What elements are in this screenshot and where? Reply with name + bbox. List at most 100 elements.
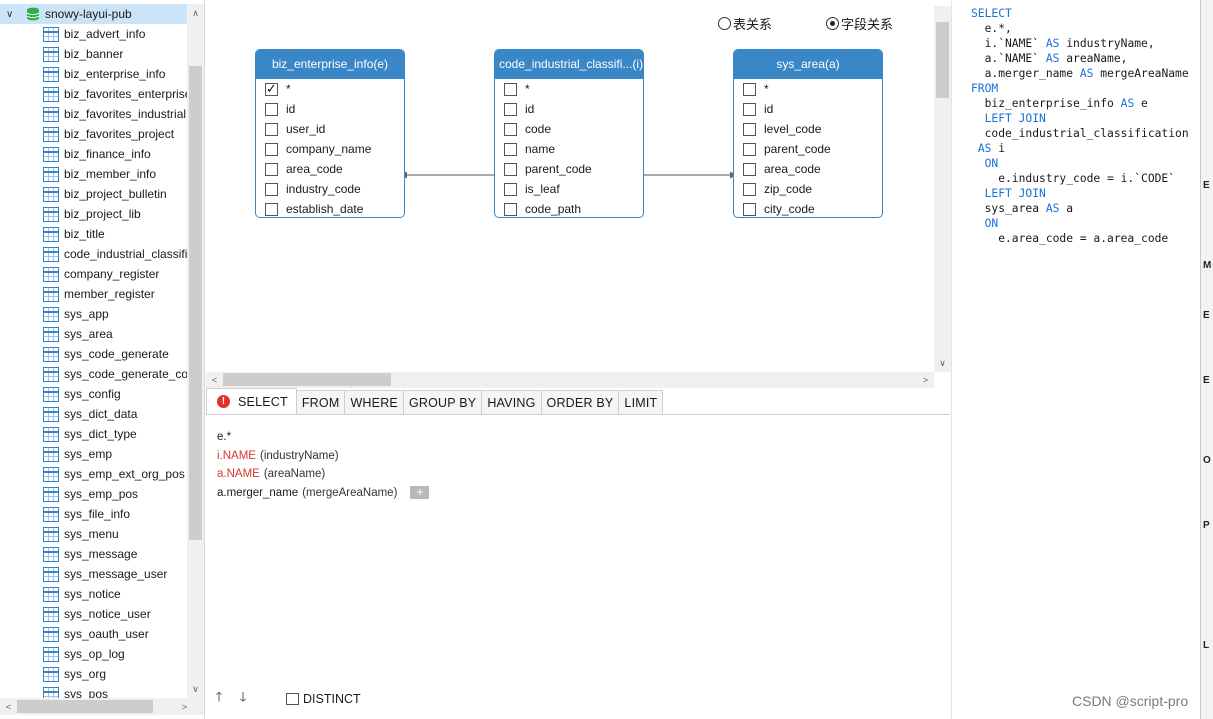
table-box-field[interactable]: level_code — [734, 119, 882, 139]
field-checkbox[interactable] — [743, 202, 756, 216]
tree-table-item[interactable]: sys_emp — [0, 444, 187, 464]
table-box-field[interactable]: user_id — [256, 119, 404, 139]
scroll-left-icon[interactable]: < — [211, 375, 218, 385]
field-checkbox[interactable] — [743, 182, 756, 196]
scroll-up-icon[interactable]: ∧ — [192, 8, 199, 18]
tab-having[interactable]: HAVING — [481, 390, 542, 414]
diagram-vertical-scrollbar[interactable]: ∨ — [934, 6, 951, 372]
move-up-icon[interactable]: 🡑 — [215, 689, 223, 704]
tree-table-item[interactable]: sys_op_log — [0, 644, 187, 664]
tree-table-item[interactable]: biz_member_info — [0, 164, 187, 184]
table-box-field[interactable]: parent_code — [734, 139, 882, 159]
select-alias[interactable]: (industryName) — [259, 449, 339, 462]
tab-order-by[interactable]: ORDER BY — [540, 390, 620, 414]
tree-table-item[interactable]: sys_code_generate — [0, 344, 187, 364]
tree-table-item[interactable]: biz_project_bulletin — [0, 184, 187, 204]
tree-table-item[interactable]: sys_config — [0, 384, 187, 404]
tab-where[interactable]: WHERE — [344, 390, 404, 414]
select-expression[interactable]: i.NAME — [217, 449, 256, 462]
tree-table-item[interactable]: sys_file_info — [0, 504, 187, 524]
field-checkbox[interactable] — [265, 81, 278, 97]
tree-table-item[interactable]: biz_advert_info — [0, 24, 187, 44]
scroll-right-icon[interactable]: > — [922, 375, 929, 385]
table-box-field[interactable]: * — [495, 79, 643, 99]
select-alias[interactable]: (mergeAreaName) — [302, 486, 398, 499]
diagram-horizontal-scrollbar[interactable]: < > — [206, 372, 934, 388]
table-box-title[interactable]: code_industrial_classifi...(i) — [495, 50, 643, 79]
tree-table-item[interactable]: company_register — [0, 264, 187, 284]
tree-table-item[interactable]: sys_menu — [0, 524, 187, 544]
scroll-thumb[interactable] — [936, 22, 949, 98]
tree-table-item[interactable]: biz_title — [0, 224, 187, 244]
field-checkbox[interactable] — [265, 162, 278, 176]
field-checkbox[interactable] — [265, 122, 278, 136]
tree-table-item[interactable]: sys_pos — [0, 684, 187, 698]
tab-limit[interactable]: LIMIT — [618, 390, 664, 414]
table-box-field[interactable]: name — [495, 139, 643, 159]
select-expression[interactable]: a.NAME — [217, 468, 260, 480]
field-checkbox[interactable] — [265, 102, 278, 116]
table-box-field[interactable]: is_leaf — [495, 179, 643, 199]
tree-table-item[interactable]: biz_enterprise_info — [0, 64, 187, 84]
tree-table-item[interactable]: code_industrial_classificat — [0, 244, 187, 264]
tree-table-item[interactable]: biz_favorites_industrial — [0, 104, 187, 124]
radio-icon[interactable] — [826, 17, 839, 30]
table-box-field[interactable]: city_code — [734, 199, 882, 217]
table-box-field[interactable]: establish_date — [256, 199, 404, 217]
table-box-biz-enterprise-info[interactable]: biz_enterprise_info(e) *iduser_idcompany… — [255, 49, 405, 218]
tree-table-item[interactable]: sys_area — [0, 324, 187, 344]
field-checkbox[interactable] — [743, 142, 756, 156]
scroll-down-icon[interactable]: ∨ — [939, 358, 946, 368]
field-checkbox[interactable] — [504, 102, 517, 116]
tree-table-item[interactable]: sys_notice — [0, 584, 187, 604]
tree-table-item[interactable]: sys_emp_ext_org_pos — [0, 464, 187, 484]
field-checkbox[interactable] — [504, 142, 517, 156]
table-box-field[interactable]: area_code — [256, 159, 404, 179]
select-expression[interactable]: a.merger_name — [217, 486, 299, 499]
table-box-field[interactable]: parent_code — [495, 159, 643, 179]
scroll-thumb[interactable] — [223, 373, 391, 386]
tree-table-item[interactable]: sys_message_user — [0, 564, 187, 584]
scroll-right-icon[interactable]: > — [181, 702, 188, 712]
sql-preview-pane[interactable]: SELECT e.*, i.`NAME` AS industryName, a.… — [951, 0, 1200, 719]
field-checkbox[interactable] — [504, 122, 517, 136]
select-item[interactable]: a.merger_name(mergeAreaName) + — [217, 484, 430, 503]
tree-table-item[interactable]: biz_banner — [0, 44, 187, 64]
field-checkbox[interactable] — [504, 82, 517, 96]
table-box-field[interactable]: industry_code — [256, 179, 404, 199]
radio-field-relation[interactable]: 字段关系 — [826, 14, 893, 33]
tree-table-item[interactable]: sys_message — [0, 544, 187, 564]
scroll-thumb[interactable] — [189, 66, 202, 540]
radio-table-relation[interactable]: 表关系 — [718, 14, 772, 33]
select-alias[interactable]: (areaName) — [263, 468, 326, 480]
tab-select[interactable]: !SELECT — [206, 388, 297, 414]
chevron-down-icon[interactable]: ∨ — [6, 8, 14, 20]
table-box-field[interactable]: * — [734, 79, 882, 99]
tree-table-item[interactable]: sys_code_generate_conf — [0, 364, 187, 384]
field-checkbox[interactable] — [265, 142, 278, 156]
table-box-field[interactable]: company_name — [256, 139, 404, 159]
select-expression[interactable]: e.* — [217, 431, 232, 443]
table-box-title[interactable]: sys_area(a) — [734, 50, 882, 79]
table-box-field[interactable]: * — [256, 79, 404, 99]
table-box-field[interactable]: zip_code — [734, 179, 882, 199]
table-box-field[interactable]: id — [256, 99, 404, 119]
tree-table-item[interactable]: sys_notice_user — [0, 604, 187, 624]
scroll-left-icon[interactable]: < — [5, 702, 12, 712]
tab-group-by[interactable]: GROUP BY — [402, 390, 483, 414]
tree-table-item[interactable]: biz_favorites_enterprise — [0, 84, 187, 104]
field-checkbox[interactable] — [265, 182, 278, 196]
field-checkbox[interactable] — [504, 202, 517, 216]
tree-table-item[interactable]: biz_favorites_project — [0, 124, 187, 144]
move-down-icon[interactable]: 🡓 — [239, 689, 247, 704]
add-column-button[interactable]: + — [410, 485, 430, 500]
table-box-field[interactable]: id — [734, 99, 882, 119]
radio-icon[interactable] — [718, 17, 731, 30]
field-checkbox[interactable] — [743, 162, 756, 176]
tree-horizontal-scrollbar[interactable]: < > — [0, 698, 204, 715]
sql-text[interactable]: SELECT e.*, i.`NAME` AS industryName, a.… — [971, 6, 1189, 246]
tree-table-item[interactable]: sys_org — [0, 664, 187, 684]
field-checkbox[interactable] — [743, 82, 756, 96]
field-checkbox[interactable] — [504, 162, 517, 176]
